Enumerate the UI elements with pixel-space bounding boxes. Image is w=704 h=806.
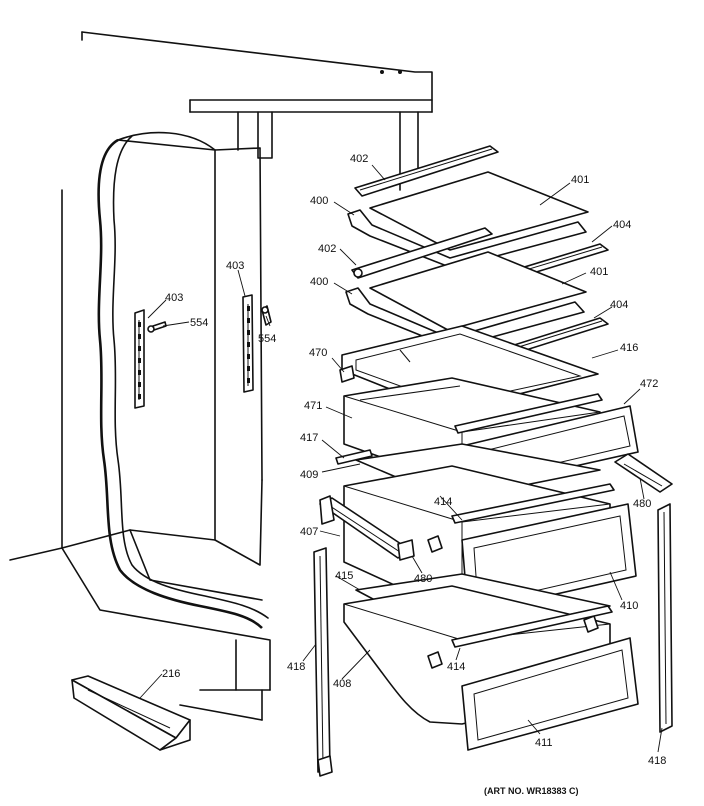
- label-400-upper: 400: [310, 195, 328, 207]
- shelf-bracket-403-left: [134, 309, 145, 409]
- drawer-rail-414-upper: [454, 393, 603, 434]
- label-402-lower: 402: [318, 243, 336, 255]
- label-410: 410: [620, 600, 638, 612]
- label-480-right: 480: [633, 498, 651, 510]
- vertical-rail-418-left: [313, 547, 333, 777]
- cover-clip-470: [339, 365, 355, 383]
- label-554-right: 554: [258, 333, 276, 345]
- label-554-left: 554: [190, 317, 208, 329]
- door-bin-216: [71, 675, 191, 751]
- label-402-upper: 402: [350, 153, 368, 165]
- label-470: 470: [309, 347, 327, 359]
- label-403-left: 403: [165, 292, 183, 304]
- slide-rail-407: [319, 495, 335, 525]
- label-404-lower: 404: [610, 299, 628, 311]
- label-417: 417: [300, 432, 318, 444]
- shelf-bracket-403-right: [242, 294, 254, 393]
- glass-shelf-401-lower: [369, 251, 587, 331]
- leader-lines: [139, 164, 663, 753]
- screw-554-right: [261, 305, 272, 326]
- label-415: 415: [335, 570, 353, 582]
- label-409: 409: [300, 469, 318, 481]
- slide-rail-417: [335, 449, 373, 465]
- shelf-trim-402-lower: [351, 227, 493, 279]
- drawer-rail-414-lower: [451, 605, 613, 648]
- shelf-trim-402-upper: [354, 145, 499, 197]
- label-216: 216: [162, 668, 180, 680]
- drawer-front-411: [461, 637, 639, 751]
- label-418-left: 418: [287, 661, 305, 673]
- label-418-right: 418: [648, 755, 666, 767]
- glass-shelf-401-upper: [369, 171, 589, 251]
- label-404-upper: 404: [613, 219, 631, 231]
- label-411: 411: [535, 737, 553, 749]
- label-401-upper: 401: [571, 174, 589, 186]
- label-401-lower: 401: [590, 266, 608, 278]
- label-471: 471: [304, 400, 322, 412]
- side-rail-480-right: [614, 453, 673, 493]
- label-414-upper: 414: [434, 496, 452, 508]
- art-number: (ART NO. WR18383 C): [484, 786, 579, 796]
- label-472: 472: [640, 378, 658, 390]
- label-480-left: 480: [414, 573, 432, 585]
- label-408: 408: [333, 678, 351, 690]
- vertical-rail-418-right: [657, 503, 673, 733]
- label-407: 407: [300, 526, 318, 538]
- label-416: 416: [620, 342, 638, 354]
- label-400-lower: 400: [310, 276, 328, 288]
- label-403-right: 403: [226, 260, 244, 272]
- screw-554-left: [147, 321, 167, 333]
- label-414-lower: 414: [447, 661, 465, 673]
- callout-labels: 402 401 400 404 402 401 400 404 403 554 …: [162, 153, 666, 767]
- shelf-frame-400-upper: [347, 209, 587, 269]
- drawer-rail-414-middle: [451, 483, 615, 524]
